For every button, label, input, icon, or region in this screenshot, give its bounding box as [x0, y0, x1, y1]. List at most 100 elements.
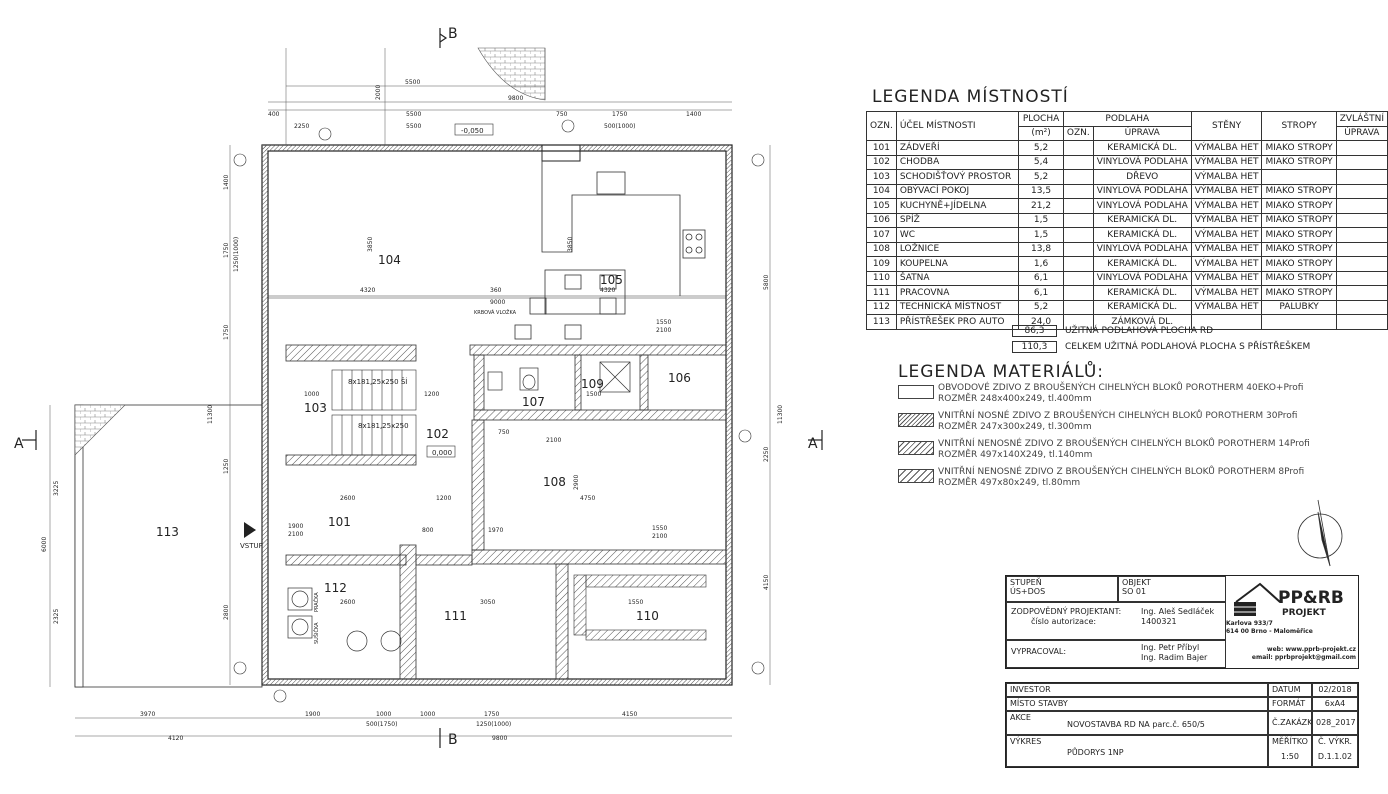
- dim-text: 2100: [652, 533, 667, 540]
- room-plocha-cell: 1,5: [1018, 212, 1064, 228]
- dim-text: 4320: [600, 287, 615, 294]
- address-1: Karlova 933/7: [1226, 620, 1273, 627]
- summary-value: 86,3: [1012, 325, 1057, 337]
- vykres-label: VÝKRES: [1010, 737, 1042, 746]
- title-block-bottom: INVESTOR MÍSTO STAVBY AKCE NOVOSTAVBA RD…: [1005, 682, 1359, 768]
- dimension-lines: [49, 48, 771, 737]
- room-111: 111: [444, 609, 467, 623]
- material-swatch: [898, 413, 934, 427]
- dim-text: 1250: [223, 459, 230, 474]
- misto-cell: MÍSTO STAVBY: [1006, 697, 1268, 711]
- vyprac-label: VYPRACOVAL:: [1011, 647, 1067, 656]
- dimension-texts: 5500 2000 400 5500 750 1750 1400 9800 22…: [41, 79, 784, 742]
- entry-arrow: [244, 522, 256, 538]
- empty-cell: [1335, 212, 1388, 228]
- interior-walls: [285, 344, 727, 680]
- dim-text: 1500: [586, 391, 601, 398]
- dim-text: 1550: [652, 525, 667, 532]
- rooms-legend-table: OZN. ÚČEL MÍSTNOSTI PLOCHA PODLAHA STĚNY…: [866, 111, 1388, 330]
- header-steny: STĚNY: [1190, 111, 1263, 141]
- empty-cell: [1335, 270, 1388, 286]
- room-stropy-cell: MIAKO STROPY: [1261, 183, 1337, 199]
- section-b-bottom: B: [448, 732, 458, 748]
- room-stropy-cell: MIAKO STROPY: [1261, 285, 1337, 301]
- empty-cell: [1062, 299, 1094, 315]
- room-podlaha-cell: KERAMICKÁ DL.: [1092, 227, 1192, 243]
- vykr-cell: Č. VÝKR. D.1.1.02: [1312, 735, 1358, 767]
- technical-appliances: [287, 587, 402, 652]
- dim-text: 500(1000): [604, 123, 635, 130]
- dim-text: 2900: [573, 475, 580, 490]
- material-line: ROZMĚR 248x400x249, tl.400mm: [938, 394, 1092, 404]
- logo-name: PP&RB: [1278, 588, 1344, 608]
- room-ozn-cell: 108: [866, 241, 897, 257]
- room-podlaha-cell: VINYLOVÁ PODLAHA: [1092, 183, 1192, 199]
- dim-text: 1750: [484, 711, 499, 718]
- akce-value: NOVOSTAVBA RD NA parc.č. 650/5: [1067, 720, 1205, 729]
- room-stropy-cell: MIAKO STROPY: [1261, 270, 1337, 286]
- dining-table: [514, 269, 626, 340]
- room-ucel-cell: PŘÍSTŘEŠEK PRO AUTO: [895, 314, 1020, 330]
- dim-text: 2100: [288, 531, 303, 538]
- krbova-label: KRBOVÁ VLOŽKA: [474, 308, 517, 316]
- dim-text: 800: [422, 527, 434, 534]
- misto-label: MÍSTO STAVBY: [1010, 699, 1068, 708]
- section-a-right: A: [808, 436, 818, 452]
- room-steny-cell: VÝMALBA HET: [1190, 227, 1263, 243]
- material-line: ROZMĚR 247x300x249, tl.300mm: [938, 422, 1092, 432]
- dim-text: 2250: [294, 123, 309, 130]
- room-ucel-cell: SCHODIŠŤOVÝ PROSTOR: [895, 169, 1020, 185]
- empty-cell: [1335, 285, 1388, 301]
- dim-text: 750: [556, 111, 568, 118]
- datum-label-cell: DATUM: [1268, 683, 1312, 697]
- header-podlaha: PODLAHA: [1062, 111, 1192, 127]
- zakazky-cell: 028_2017: [1312, 711, 1358, 735]
- room-plocha-cell: 5,2: [1018, 140, 1064, 156]
- dim-text: 2000: [375, 85, 382, 100]
- room-ucel-cell: CHODBA: [895, 154, 1020, 170]
- room-112: 112: [324, 581, 347, 595]
- room-ucel-cell: LOŽNICE: [895, 241, 1020, 257]
- dim-text: 2600: [340, 599, 355, 606]
- dim-text: 4120: [168, 735, 183, 742]
- dim-text: 3850: [567, 237, 574, 252]
- vyprac-cell: VYPRACOVAL: Ing. Petr Příbyl Ing. Radim …: [1006, 640, 1226, 668]
- room-plocha-cell: 5,2: [1018, 169, 1064, 185]
- format-cell: 6xA4: [1312, 697, 1358, 711]
- room-steny-cell: VÝMALBA HET: [1190, 140, 1263, 156]
- room-podlaha-cell: KERAMICKÁ DL.: [1092, 212, 1192, 228]
- room-stropy-cell: [1261, 169, 1337, 185]
- room-ozn-cell: 103: [866, 169, 897, 185]
- empty-cell: [1062, 198, 1094, 214]
- room-ucel-cell: OBÝVACÍ POKOJ: [895, 183, 1020, 199]
- empty-cell: [1062, 169, 1094, 185]
- room-110: 110: [636, 609, 659, 623]
- dim-text: 360: [490, 287, 502, 294]
- dim-text: 2250: [763, 447, 770, 462]
- header-stropy: STROPY: [1261, 111, 1337, 141]
- room-ozn-cell: 102: [866, 154, 897, 170]
- room-104: 104: [378, 253, 401, 267]
- empty-cell: [1062, 212, 1094, 228]
- room-podlaha-cell: KERAMICKÁ DL.: [1092, 140, 1192, 156]
- web-link: web: www.pprb-projekt.cz: [1267, 646, 1356, 653]
- dim-text: 1970: [488, 527, 503, 534]
- room-podlaha-cell: VINYLOVÁ PODLAHA: [1092, 270, 1192, 286]
- vykres-cell: VÝKRES PŮDORYS 1NP: [1006, 735, 1268, 767]
- dim-text: 9800: [492, 735, 507, 742]
- room-ozn-cell: 112: [866, 299, 897, 315]
- room-101: 101: [328, 515, 351, 529]
- dim-text: 11300: [777, 405, 784, 424]
- dim-text: 2325: [53, 609, 60, 624]
- dim-text: 2600: [340, 495, 355, 502]
- room-103: 103: [304, 401, 327, 415]
- room-ucel-cell: SPÍŽ: [895, 212, 1020, 228]
- stupen-label: STUPEŇ: [1010, 578, 1042, 587]
- room-ozn-cell: 107: [866, 227, 897, 243]
